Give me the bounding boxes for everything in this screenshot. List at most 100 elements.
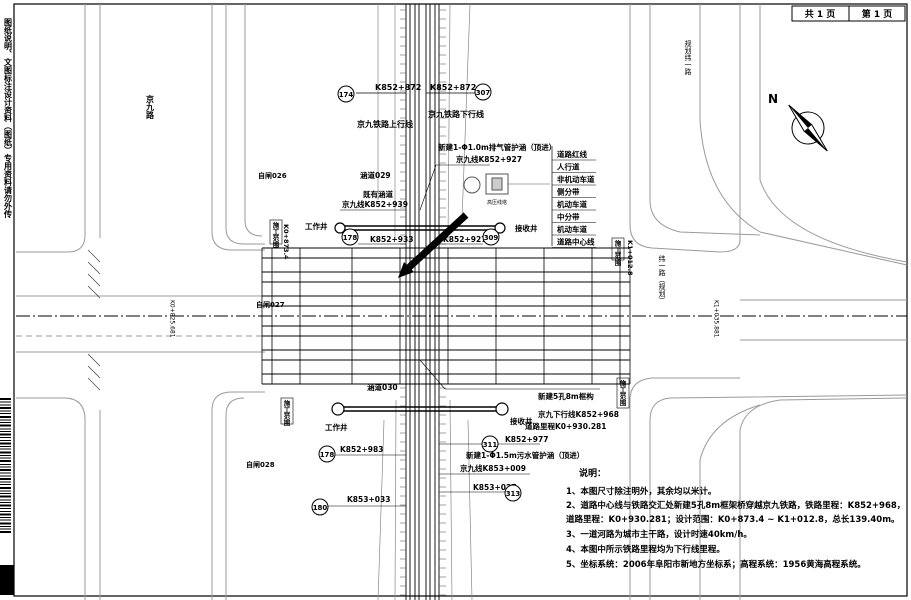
work-ranges: 施工范围 K0+873.4 施工范围 K1+012.8 施工范围 施工范围 — [269, 219, 634, 428]
jj-k853-009-label: 京九线K853+009 — [460, 463, 526, 473]
existing-culvert-label: 既有涵道 — [363, 189, 393, 199]
road-curbs — [16, 4, 908, 600]
railway-labels: K852+872 K852+872 174 307 京九铁路上行线 京九铁路下行… — [337, 83, 492, 129]
work-range-left-mid: 施工范围 — [282, 399, 290, 428]
barcode-bar — [0, 526, 11, 527]
barcode-bar — [0, 484, 11, 485]
left-mile-label: K0+825.681 — [169, 300, 176, 338]
barcode-bar — [0, 472, 11, 474]
barcode-bar — [0, 522, 11, 525]
road-mile-label: 道路里程K0+930.281 — [525, 421, 606, 431]
barcode-bar — [0, 407, 11, 409]
legend-item: 机动车道 — [557, 224, 587, 234]
road-right-mid: 纬一路（规划） — [658, 254, 666, 304]
barcode-bar — [0, 446, 11, 447]
barcode-bar — [0, 495, 11, 498]
receive-well-top: 接收井 — [515, 223, 538, 233]
barcode-bar — [0, 511, 11, 512]
work-range-right-top: 施工范围 — [613, 239, 621, 267]
barcode-bar — [0, 455, 11, 456]
top-annotations: 新建1-Φ1.0m排气管护涵（顶进） 京九线K852+927 涵道029 既有涵… — [305, 142, 556, 246]
legend-item: 人行道 — [557, 162, 580, 172]
k853-033-label: K853+033 — [347, 495, 390, 504]
road-station-lines — [261, 248, 631, 384]
barcode-bar — [0, 437, 11, 438]
barcode-bar — [0, 413, 11, 414]
k852-983-label: K852+983 — [340, 445, 383, 454]
culvert-029-label: 涵道029 — [360, 170, 391, 180]
circle-174: 174 — [339, 91, 354, 99]
road-lanes — [262, 247, 630, 385]
barcode-bar — [0, 464, 11, 465]
barcode-bar — [0, 398, 11, 400]
barcode-bar — [0, 517, 11, 518]
road-hatch-left — [87, 249, 101, 391]
note-5: 5、坐标系统：2006年阜阳市新地方坐标系；高程系统：1956黄海高程系统。 — [566, 559, 866, 570]
note-2: 2、道路中心线与铁路交汇处新建5孔8m框架桥穿越京九铁路，铁路里程：K852+9… — [566, 500, 905, 511]
barcode-bar — [0, 466, 11, 468]
barcode-bar — [0, 481, 11, 483]
circle-180: 180 — [313, 504, 328, 512]
circle-313: 313 — [506, 490, 521, 498]
barcode-bar — [0, 499, 11, 501]
barcode-bar — [0, 490, 11, 492]
road-names: 京九路 规划纬一路 纬一路（规划） 自闸026 自闸027 自闸028 K0+8… — [145, 39, 720, 469]
barcode-bar — [0, 457, 11, 459]
pole-icon: 高压线塔 — [463, 173, 550, 206]
circle-178-bottom: 178 — [320, 451, 335, 459]
barcode-bar — [0, 493, 11, 494]
barcode-bar — [0, 528, 11, 530]
legend-item: 道路中心线 — [557, 237, 595, 247]
sheet-total: 共 1 页 — [805, 8, 836, 20]
new-sewer-label: 新建1-Φ1.5m污水管护涵（顶进） — [466, 450, 584, 460]
self-flow-027: 自闸027 — [256, 300, 285, 309]
notes-title: 说明： — [579, 467, 606, 479]
work-well-bottom: 工作井 — [325, 422, 348, 432]
side-note: 图纸说明、文图标注设计资料（图纸）专用资料请勿外传 — [3, 18, 13, 219]
barcode-bar — [0, 431, 11, 432]
barcode-bar — [0, 513, 11, 516]
note-3: 3、一道河路为城市主干路，设计时速40km/h。 — [566, 529, 752, 540]
barcode-bar — [0, 519, 11, 521]
circle-309: 309 — [484, 234, 499, 242]
note-4: 4、本图中所示铁路里程均为下行线里程。 — [566, 544, 725, 555]
barcode-bar — [0, 487, 11, 489]
barcode-bar — [0, 428, 11, 430]
work-range-right-bottom: 施工范围 — [618, 379, 626, 408]
barcode-bar — [0, 440, 11, 441]
legend-item: 机动车道 — [557, 199, 587, 209]
k852-933-label: K852+933 — [370, 235, 413, 244]
circle-311: 311 — [483, 441, 498, 449]
barcode-bar — [0, 504, 11, 507]
barcode-bar — [0, 508, 11, 509]
culvert-030-label: 涵道030 — [367, 382, 398, 392]
bottom-annotations: 涵道030 工作井 接收井 新建5孔8m框构 京九下行线K852+968 道路里… — [311, 359, 619, 516]
self-flow-026: 自闸026 — [258, 171, 287, 180]
barcode — [0, 395, 14, 595]
compass-n: N — [768, 92, 778, 106]
barcode-bar — [0, 475, 11, 477]
sheet-page: 第 1 页 — [862, 8, 893, 20]
jj-up-mile-label: 京九下行线K852+968 — [538, 409, 619, 419]
legend-item: 非机动车道 — [557, 174, 595, 184]
north-compass-icon — [788, 104, 828, 152]
k852-977-label: K852+977 — [505, 435, 548, 444]
barcode-bar — [0, 404, 11, 406]
circle-307: 307 — [476, 89, 491, 97]
jj-k852-927-label: 京九线K852+927 — [456, 154, 522, 164]
barcode-bar — [0, 419, 11, 421]
line-down-label: 京九铁路下行线 — [428, 109, 484, 119]
k853-027-label: K853+027 — [473, 483, 516, 492]
jj-k852-939-label: 京九线K852+939 — [342, 199, 408, 209]
legend-item: 中分带 — [557, 212, 580, 222]
self-flow-028: 自闸028 — [246, 460, 275, 469]
barcode-bar — [0, 442, 11, 445]
barcode-bar — [0, 469, 11, 471]
station-k852-872-right: K852+872 — [430, 83, 476, 92]
barcode-bar — [0, 401, 11, 403]
k1-012-label: K1+012.8 — [626, 240, 634, 276]
note-1: 1、本图尺寸除注明外，其余均以米计。 — [566, 486, 716, 497]
barcode-bar — [0, 433, 11, 436]
